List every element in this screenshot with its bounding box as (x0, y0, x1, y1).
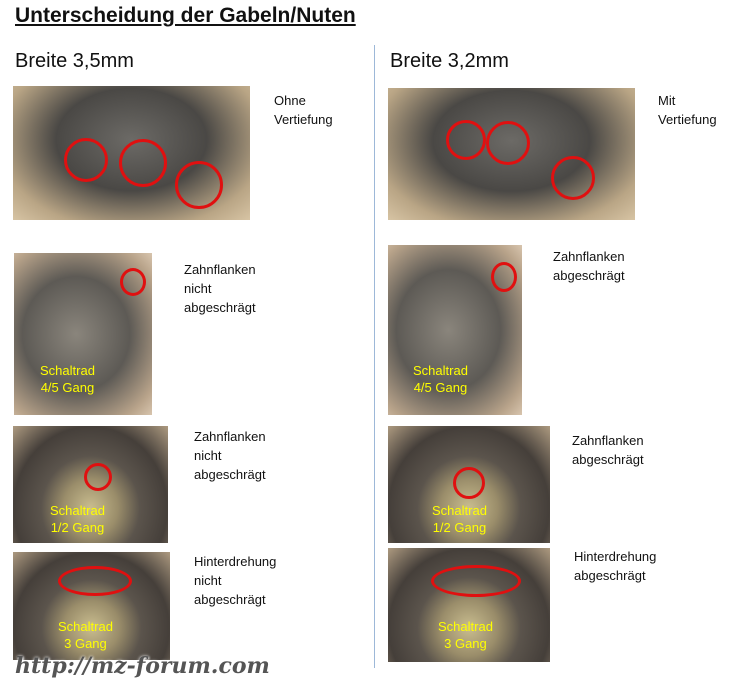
highlight-circle (491, 262, 517, 292)
highlight-ellipse (431, 565, 521, 597)
note: Mit Vertiefung (658, 93, 717, 127)
note: Zahnflanken abgeschrägt (572, 433, 644, 467)
note: Zahnflanken abgeschrägt (553, 249, 625, 283)
highlight-circle (446, 120, 486, 160)
column-divider (374, 45, 375, 668)
highlight-circle (486, 121, 530, 165)
note: Zahnflanken nicht abgeschrägt (194, 429, 266, 482)
watermark: http://mz-forum.com (15, 653, 270, 679)
highlight-circle (119, 139, 167, 187)
note: Zahnflanken nicht abgeschrägt (184, 262, 256, 315)
highlight-circle (120, 268, 146, 296)
note: Hinterdrehung abgeschrägt (574, 549, 657, 583)
highlight-circle (175, 161, 223, 209)
gear-label: Schaltrad 3 Gang (438, 619, 493, 651)
page-title: Unterscheidung der Gabeln/Nuten (15, 4, 356, 27)
highlight-circle (84, 463, 112, 491)
gear-label: Schaltrad 4/5 Gang (40, 363, 95, 395)
highlight-circle (453, 467, 485, 499)
right-heading: Breite 3,2mm (390, 50, 509, 72)
gear-label: Schaltrad 3 Gang (58, 619, 113, 651)
gear-label: Schaltrad 4/5 Gang (413, 363, 468, 395)
gear-label: Schaltrad 1/2 Gang (50, 503, 105, 535)
note: Ohne Vertiefung (274, 93, 333, 127)
gear-label: Schaltrad 1/2 Gang (432, 503, 487, 535)
note: Hinterdrehung nicht abgeschrägt (194, 554, 277, 607)
highlight-circle (551, 156, 595, 200)
highlight-circle (64, 138, 108, 182)
highlight-ellipse (58, 566, 132, 596)
left-heading: Breite 3,5mm (15, 50, 134, 72)
